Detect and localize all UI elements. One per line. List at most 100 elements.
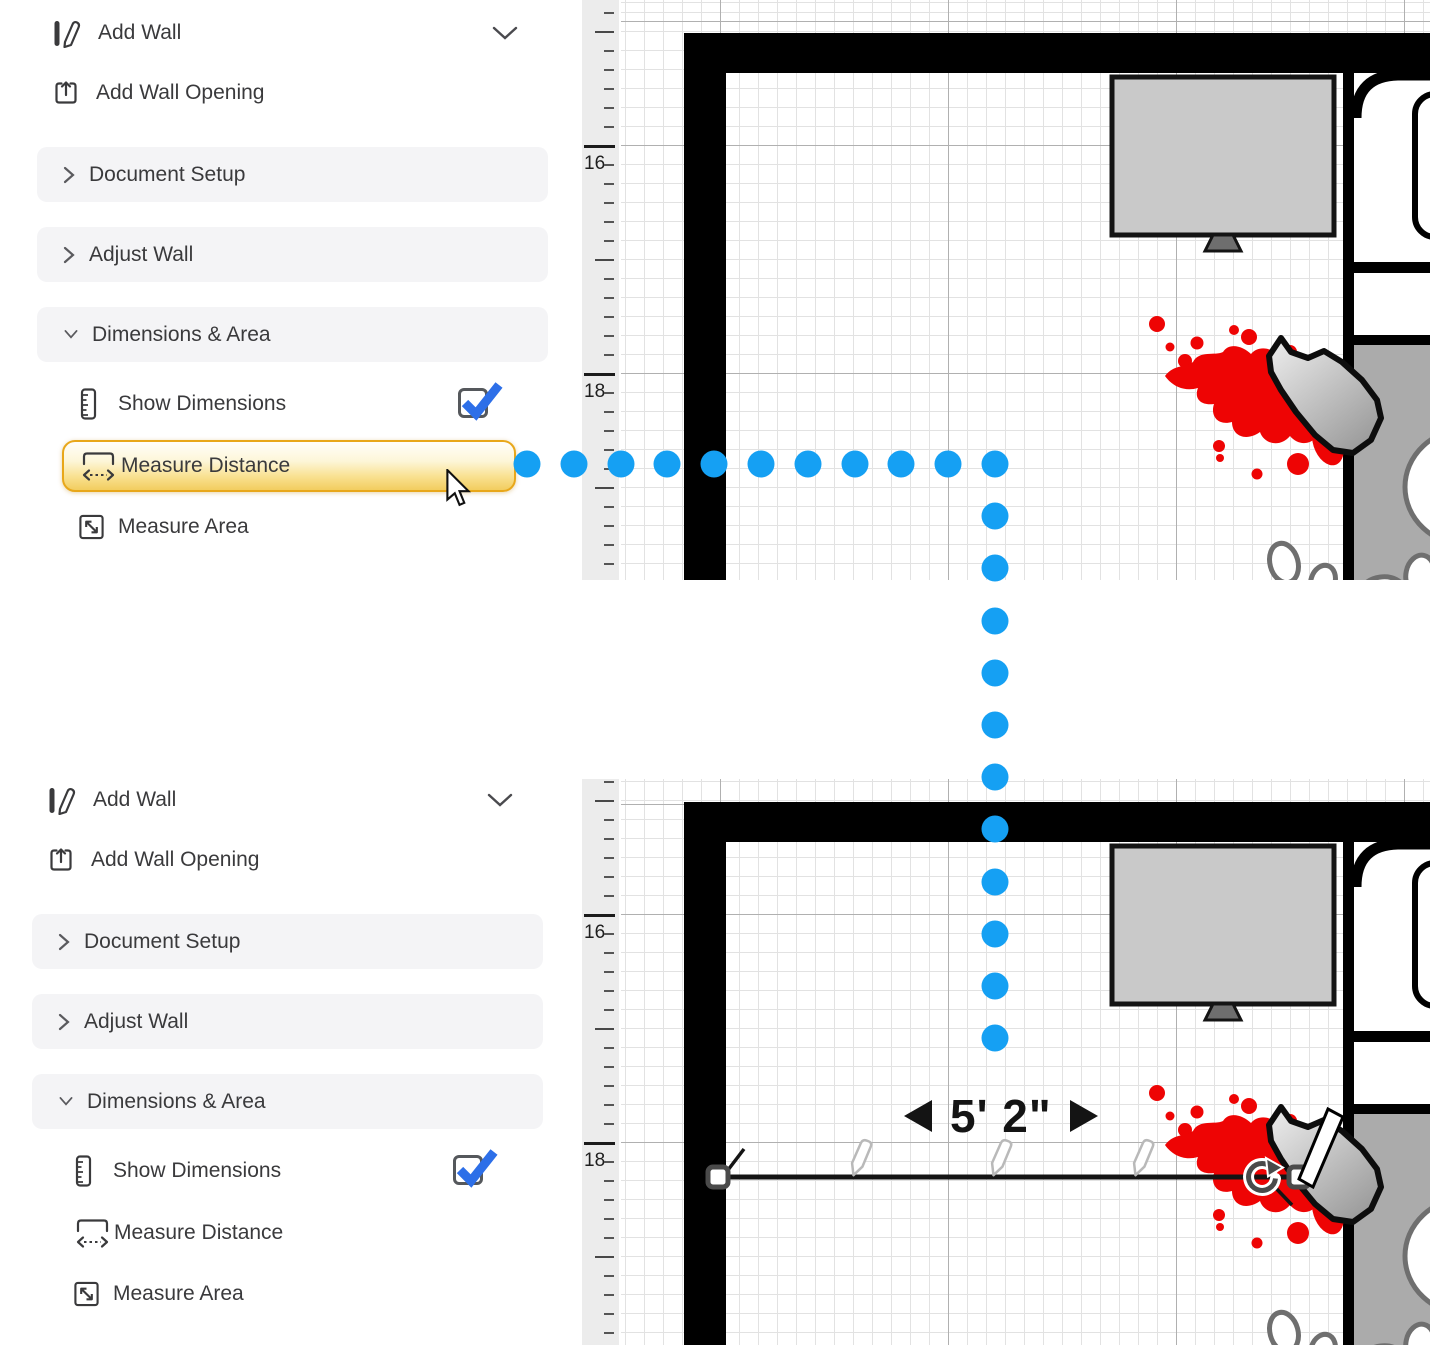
- ruler-label: 16: [584, 922, 606, 943]
- section-adjust-wall[interactable]: Adjust Wall: [37, 227, 548, 282]
- measure-area-icon: [79, 514, 104, 540]
- glass-shard[interactable]: [1266, 335, 1384, 456]
- show-dimensions-checkbox[interactable]: [458, 382, 503, 421]
- dimensions-area-label: Dimensions & Area: [92, 322, 271, 346]
- show-dimensions-checkbox[interactable]: [453, 1149, 498, 1188]
- chevron-down-icon: [59, 1097, 73, 1106]
- pen-cursor-icon: [1297, 1106, 1345, 1190]
- ruler-icon: [75, 1155, 92, 1187]
- measure-distance-label: Measure Distance: [114, 1221, 284, 1244]
- tool-sidebar-top: Add Wall Add Wall Opening Document Setup…: [0, 0, 560, 767]
- chevron-down-icon: [64, 330, 78, 339]
- show-dimensions-label: Show Dimensions: [118, 392, 287, 415]
- measure-area-icon: [74, 1281, 99, 1307]
- section-dimensions-area[interactable]: Dimensions & Area: [32, 1074, 543, 1129]
- wall-opening-icon: [50, 848, 72, 871]
- sofa-outline[interactable]: [1350, 69, 1430, 119]
- tool-measure-distance[interactable]: Measure Distance: [75, 1215, 283, 1251]
- arrow-left-icon: [904, 1100, 932, 1132]
- wall-opening-icon: [55, 81, 77, 104]
- floorplan-scene: [684, 33, 1430, 580]
- measurement-value: 5' 2": [950, 1090, 1052, 1142]
- ruler-label: 18: [584, 1150, 606, 1171]
- rug-stones: [1267, 1206, 1430, 1345]
- show-dimensions-label: Show Dimensions: [113, 1159, 282, 1182]
- wall-top[interactable]: [684, 33, 1430, 73]
- vertical-ruler: 16 18: [582, 0, 619, 580]
- sofa-outline[interactable]: [1350, 838, 1430, 888]
- measure-endpoint-handle-left[interactable]: [705, 1164, 731, 1190]
- sidebar-item-add-wall-opening[interactable]: Add Wall Opening: [47, 839, 259, 881]
- measure-distance-button-highlighted[interactable]: Measure Distance: [62, 440, 516, 492]
- chevron-right-icon: [58, 933, 70, 950]
- wall-right[interactable]: [1343, 73, 1354, 580]
- adjust-wall-label: Adjust Wall: [84, 1009, 189, 1033]
- sidebar-item-add-wall-opening[interactable]: Add Wall Opening: [52, 72, 264, 114]
- wall-pen-icon: [49, 787, 76, 815]
- chevron-right-icon: [63, 166, 75, 183]
- chevron-down-icon[interactable]: [492, 26, 518, 40]
- chevron-right-icon: [58, 1013, 70, 1030]
- floorplan-canvas-bottom[interactable]: 5' 2" 16 18: [582, 779, 1430, 1345]
- add-wall-label: Add Wall: [98, 21, 182, 44]
- wall-left[interactable]: [684, 33, 726, 580]
- measure-area-label: Measure Area: [118, 515, 249, 538]
- tv-stand: [1202, 1002, 1244, 1022]
- pen-ghost-icon: [850, 1138, 873, 1177]
- section-document-setup[interactable]: Document Setup: [32, 914, 543, 969]
- add-wall-opening-label: Add Wall Opening: [96, 81, 265, 104]
- document-setup-label: Document Setup: [84, 929, 241, 953]
- floorplan-canvas-top[interactable]: 16 18: [582, 0, 1430, 580]
- toggle-show-dimensions[interactable]: Show Dimensions: [75, 1153, 281, 1189]
- measure-distance-label: Measure Distance: [121, 454, 291, 477]
- adjust-wall-label: Adjust Wall: [89, 242, 194, 266]
- ruler-icon: [80, 388, 97, 420]
- sofa-cushion: [1412, 91, 1430, 240]
- sofa-cushion: [1412, 860, 1430, 1009]
- rug-stones: [1267, 437, 1430, 580]
- checkmark-icon: [461, 382, 503, 421]
- tv[interactable]: [1109, 843, 1337, 1007]
- arrow-right-icon: [1069, 1100, 1098, 1132]
- add-wall-label: Add Wall: [93, 788, 177, 811]
- sidebar-item-add-wall[interactable]: Add Wall: [48, 779, 176, 821]
- ruler-label: 18: [584, 381, 606, 402]
- pen-ghost-icon: [1132, 1138, 1155, 1177]
- section-document-setup[interactable]: Document Setup: [37, 147, 548, 202]
- gesture-dot: [981, 711, 1009, 739]
- section-dimensions-area[interactable]: Dimensions & Area: [37, 307, 548, 362]
- sidebar-item-add-wall[interactable]: Add Wall: [53, 12, 181, 54]
- chevron-right-icon: [63, 246, 75, 263]
- measure-distance-icon: [82, 452, 115, 481]
- ruler-label: 16: [584, 153, 606, 174]
- floorplan-drawing: [582, 779, 1430, 1345]
- tv[interactable]: [1109, 74, 1337, 238]
- measurement-readout: 5' 2": [904, 1093, 1098, 1139]
- floorplan-drawing: [582, 0, 1430, 580]
- toggle-show-dimensions[interactable]: Show Dimensions: [80, 386, 286, 422]
- measure-area-label: Measure Area: [113, 1282, 244, 1305]
- floorplan-scene: [684, 802, 1430, 1345]
- chevron-down-icon[interactable]: [487, 793, 513, 807]
- section-adjust-wall[interactable]: Adjust Wall: [32, 994, 543, 1049]
- wall-left[interactable]: [684, 802, 726, 1345]
- dimensions-area-label: Dimensions & Area: [87, 1089, 266, 1113]
- tool-measure-area[interactable]: Measure Area: [78, 509, 249, 545]
- pen-ghost-icon: [990, 1138, 1013, 1177]
- wall-pen-icon: [54, 20, 81, 48]
- document-setup-label: Document Setup: [89, 162, 246, 186]
- gesture-dot: [981, 659, 1009, 687]
- mouse-cursor-icon: [446, 469, 472, 507]
- checkmark-icon: [456, 1149, 498, 1188]
- measurement-overlay: [705, 1106, 1345, 1207]
- gesture-dot: [981, 607, 1009, 635]
- wall-top[interactable]: [684, 802, 1430, 842]
- tool-sidebar-bottom: Add Wall Add Wall Opening Document Setup…: [0, 767, 555, 1345]
- measure-distance-icon: [76, 1219, 109, 1248]
- tv-stand: [1202, 233, 1244, 253]
- tool-measure-area[interactable]: Measure Area: [73, 1276, 244, 1312]
- add-wall-opening-label: Add Wall Opening: [91, 848, 260, 871]
- rotate-handle-icon[interactable]: [1243, 1156, 1285, 1196]
- wall-right[interactable]: [1343, 842, 1354, 1345]
